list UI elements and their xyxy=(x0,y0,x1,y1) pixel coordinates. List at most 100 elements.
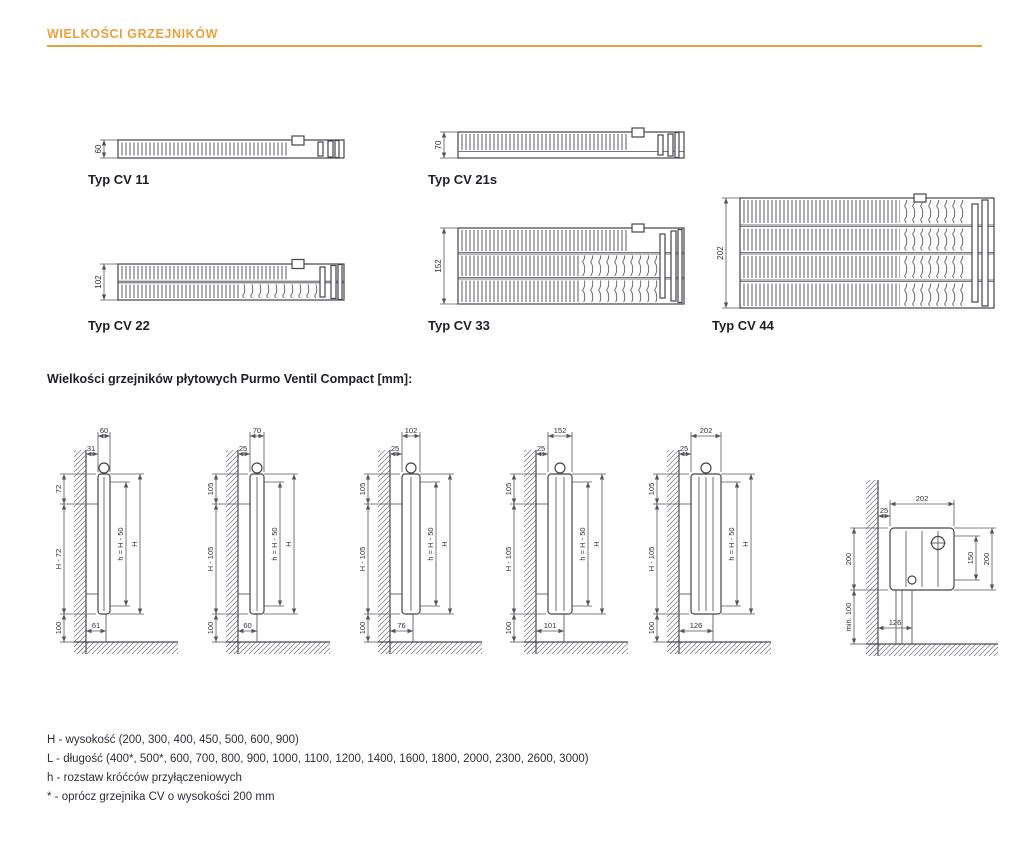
bracket-label: 72 xyxy=(54,485,63,493)
radiator-panel-lines xyxy=(555,477,565,611)
bracket-label: 105 xyxy=(358,483,367,496)
mount-diagram-cv44: 202 25 105 H - 105 100 h = H - 50 H 126 xyxy=(647,426,771,654)
floor xyxy=(866,643,998,656)
radiator-body xyxy=(739,193,995,309)
detail-total-label: 200 xyxy=(982,553,991,566)
bracket-label: 105 xyxy=(206,483,215,496)
H-label: H xyxy=(130,541,139,546)
radiator-body xyxy=(457,223,685,305)
valve-circle xyxy=(554,462,566,474)
bracket-label: 105 xyxy=(504,483,513,496)
radiator xyxy=(390,462,421,642)
floorclear-label: 100 xyxy=(358,622,367,635)
gap-label: 25 xyxy=(680,444,688,453)
header-rule xyxy=(47,45,982,47)
gap-label: 25 xyxy=(239,444,247,453)
type-label-cv22: Typ CV 22 xyxy=(88,318,150,333)
gap-label: 25 xyxy=(537,444,545,453)
valve-circle xyxy=(405,462,417,474)
floor xyxy=(667,641,771,654)
h-label: h = H - 50 xyxy=(270,527,279,560)
radiator xyxy=(679,462,722,642)
radiator-body xyxy=(457,127,685,159)
depth-dim: 102 xyxy=(94,263,118,301)
type-label-cv44: Typ CV 44 xyxy=(712,318,774,333)
h-label: h = H - 50 xyxy=(578,527,587,560)
wall xyxy=(524,450,537,654)
dims: 60 31 72 H - 72 100 h = H - 50 H 61 xyxy=(54,426,144,643)
dims: 202 25 105 H - 105 100 h = H - 50 H 126 xyxy=(647,426,755,643)
type-label-cv33: Typ CV 33 xyxy=(428,318,490,333)
depth-label: 202 xyxy=(700,426,713,435)
floor xyxy=(226,641,330,654)
radiator xyxy=(86,462,111,642)
cross-section-cv33: 152 xyxy=(434,223,685,305)
floorclear-label: 100 xyxy=(504,622,513,635)
depth-dim: 202 xyxy=(716,197,740,309)
radiator-body xyxy=(117,135,345,159)
mid-label: H - 105 xyxy=(647,547,656,572)
type-label-cv21s: Typ CV 21s xyxy=(428,172,498,187)
H-label: H xyxy=(741,541,750,546)
page-title: WIELKOŚCI GRZEJNIKÓW xyxy=(47,27,219,41)
bottom-label: 126 xyxy=(690,621,703,630)
h-label: h = H - 50 xyxy=(116,527,125,560)
depth-label: 60 xyxy=(100,426,108,435)
footer-notes: H - wysokość (200, 300, 400, 450, 500, 6… xyxy=(47,731,589,807)
mid-label: H - 105 xyxy=(358,547,367,572)
depth-label: 102 xyxy=(405,426,418,435)
floorclear-label: 100 xyxy=(54,622,63,635)
mount-diagram-cv21s: 70 25 105 H - 105 100 h = H - 50 H 60 xyxy=(206,426,330,654)
bottom-label: 76 xyxy=(397,621,405,630)
radiator-body xyxy=(547,473,573,615)
wall xyxy=(378,450,391,654)
depth-label: 152 xyxy=(554,426,567,435)
bottom-label: 60 xyxy=(243,621,251,630)
h-label: h = H - 50 xyxy=(426,527,435,560)
radiator-panel-lines xyxy=(698,477,714,611)
floor xyxy=(524,641,628,654)
detail-connection-label: 126 xyxy=(889,618,902,627)
radiator xyxy=(536,462,573,642)
floor xyxy=(74,641,178,654)
radiator xyxy=(238,462,265,642)
cross-section-cv44: 202 xyxy=(716,193,995,309)
mount-diagram-cv33: 152 25 105 H - 105 100 h = H - 50 H 101 xyxy=(504,426,628,654)
detail-gap-label: 25 xyxy=(880,506,888,515)
depth-dim: 60 xyxy=(94,139,118,159)
depth-label: 70 xyxy=(253,426,261,435)
h-label: h = H - 50 xyxy=(727,527,736,560)
mount-diagram-cv22: 102 25 105 H - 105 100 h = H - 50 H 76 xyxy=(358,426,482,654)
cross-section-cv21s: 70 xyxy=(434,127,685,159)
dims: 202 25 200 min. 100 150 200 126 xyxy=(844,494,996,645)
mid-label: H - 105 xyxy=(206,547,215,572)
depth-label: 202 xyxy=(716,246,725,260)
depth-label: 102 xyxy=(94,275,103,289)
bottom-label: 61 xyxy=(92,621,100,630)
floorclear-label: 100 xyxy=(647,622,656,635)
mid-label: H - 105 xyxy=(504,547,513,572)
dims: 152 25 105 H - 105 100 h = H - 50 H 101 xyxy=(504,426,606,643)
type-label-cv11: Typ CV 11 xyxy=(88,172,150,187)
valve-mark xyxy=(930,535,946,551)
wall xyxy=(74,450,87,654)
depth-label: 60 xyxy=(94,144,103,153)
bracket-label: 105 xyxy=(647,483,656,496)
dims: 70 25 105 H - 105 100 h = H - 50 H 60 xyxy=(206,426,298,643)
floor-detail-diagram: 202 25 200 min. 100 150 200 126 xyxy=(844,480,998,656)
floor xyxy=(378,641,482,654)
detail-height-label: 200 xyxy=(844,553,853,566)
wall xyxy=(667,450,680,654)
bottom-label: 101 xyxy=(544,621,557,630)
floorclear-label: 100 xyxy=(206,622,215,635)
depth-label: 152 xyxy=(434,259,443,273)
note-asterisk: * - oprócz grzejnika CV o wysokości 200 … xyxy=(47,791,275,803)
H-label: H xyxy=(284,541,293,546)
detail-depth-label: 202 xyxy=(916,494,929,503)
mid-label: H - 72 xyxy=(54,549,63,569)
gap-label: 25 xyxy=(391,444,399,453)
note-spacing: h - rozstaw króćców przyłączeniowych xyxy=(47,772,242,784)
detail-spacing-label: 150 xyxy=(966,552,975,565)
valve-circle xyxy=(251,462,263,474)
dimensions-heading: Wielkości grzejników płytowych Purmo Ven… xyxy=(47,372,413,386)
